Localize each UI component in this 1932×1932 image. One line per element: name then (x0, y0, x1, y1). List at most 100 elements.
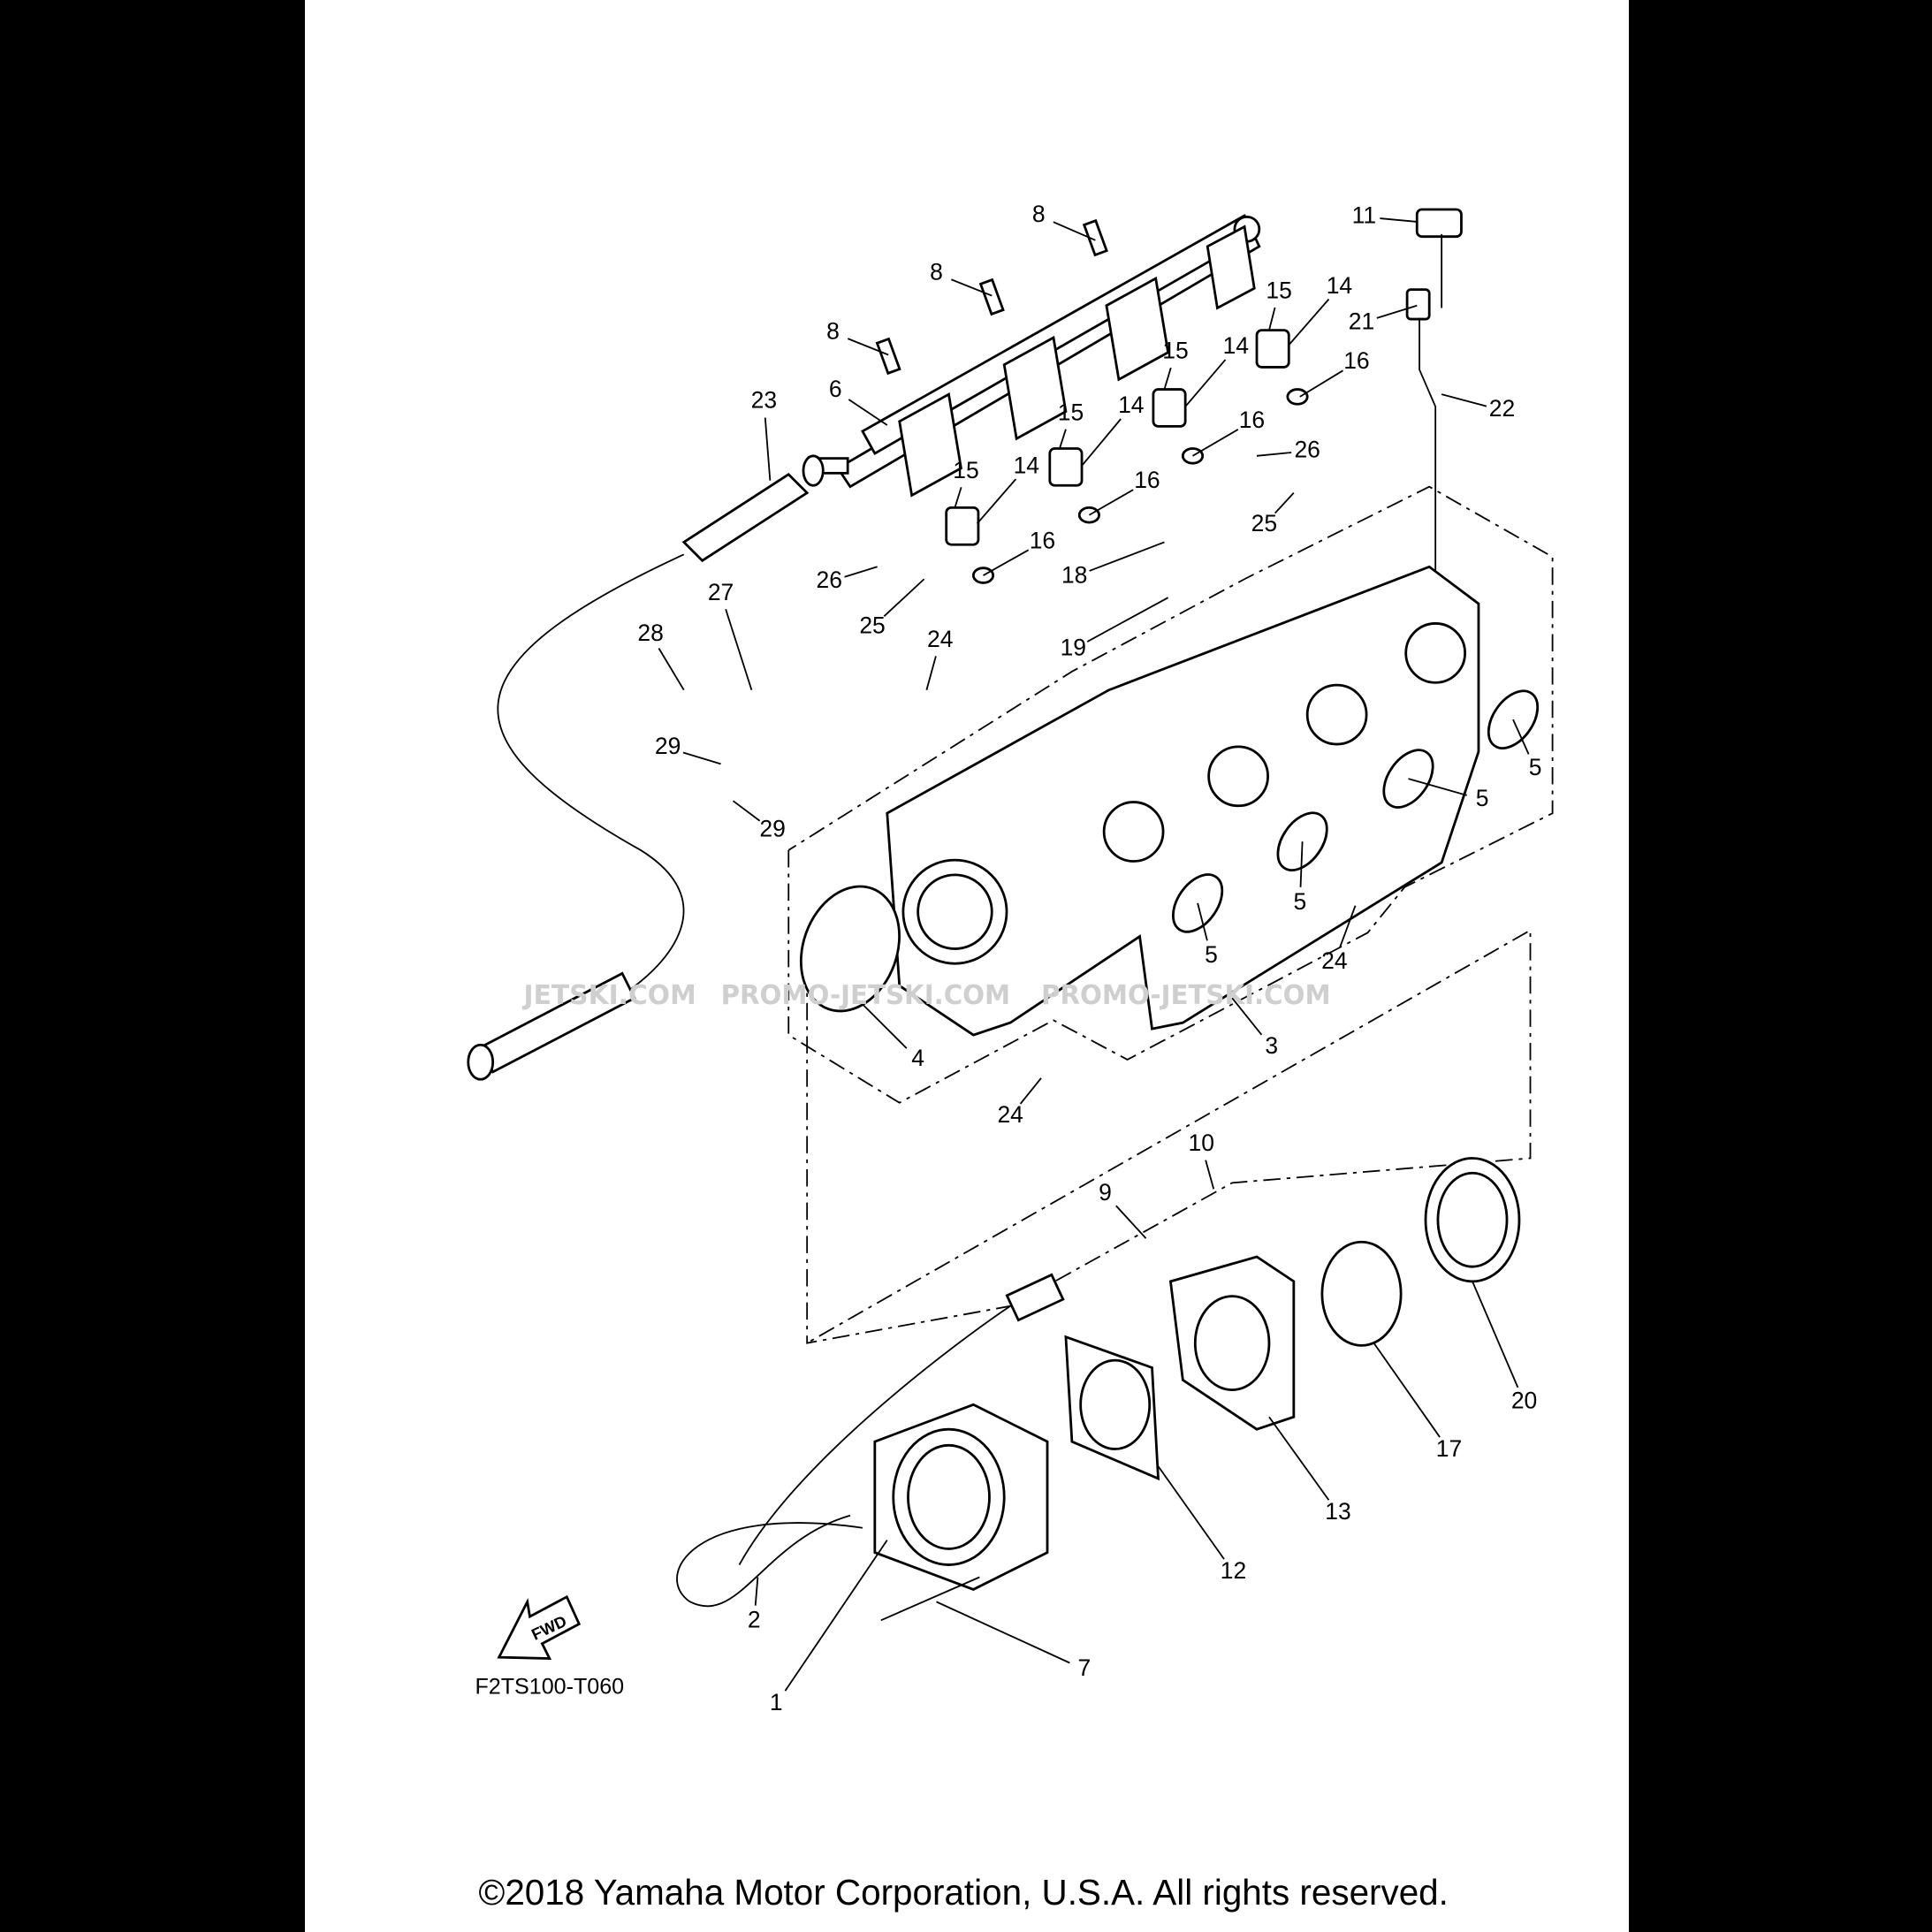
injectors (945, 329, 1309, 584)
callout-5: 5 (1529, 754, 1542, 780)
leader-line (1192, 429, 1239, 457)
leader-line (954, 486, 962, 508)
leader-line (1299, 369, 1343, 398)
leader-line (976, 478, 1017, 525)
callout-16: 16 (1030, 527, 1055, 553)
callout-25: 25 (859, 612, 885, 639)
callout-29: 29 (655, 733, 681, 759)
leader-line (1472, 1281, 1519, 1388)
leader-line (883, 578, 925, 617)
leader-line (1299, 841, 1304, 887)
leader-line (725, 608, 753, 690)
intake-manifold (886, 565, 1480, 1037)
leader-line (1053, 221, 1096, 241)
fuel-rail (814, 214, 1261, 498)
callout-23: 23 (751, 386, 777, 413)
callout-5: 5 (1293, 888, 1306, 915)
leader-line (784, 1540, 888, 1692)
bolts (875, 218, 1108, 376)
leader-line (983, 549, 1030, 576)
callout-16: 16 (1239, 407, 1265, 433)
leader-line (1380, 217, 1418, 223)
callout-18: 18 (1061, 561, 1087, 588)
callout-12: 12 (1221, 1557, 1246, 1584)
leader-line (1197, 902, 1208, 941)
leader-line (936, 1601, 1070, 1664)
leader-line (1339, 905, 1357, 948)
callout-14: 14 (1014, 452, 1039, 478)
leader-line (682, 751, 721, 765)
throttle-group-outline (806, 929, 1532, 1344)
leader-line (925, 656, 937, 690)
leader-line (1019, 1077, 1042, 1105)
watermark: PROMO-JETSKI.COM (1041, 980, 1331, 1011)
callout-1: 1 (770, 1689, 783, 1715)
leader-line (1268, 307, 1276, 331)
callout-29: 29 (759, 816, 785, 842)
callout-13: 13 (1325, 1498, 1350, 1525)
callout-11: 11 (1352, 202, 1376, 228)
leader-line (1081, 418, 1122, 467)
leader-line (1512, 719, 1530, 755)
leader-line (847, 338, 889, 356)
callout-10: 10 (1189, 1130, 1214, 1156)
callout-8: 8 (1032, 201, 1046, 227)
leader-line (1205, 1160, 1215, 1190)
leader-line (1089, 541, 1165, 572)
leader-line (658, 648, 685, 691)
leader-line (1441, 393, 1487, 407)
leader-line (1373, 1343, 1441, 1438)
diagram-code: F2TS100-T060 (475, 1675, 624, 1700)
callout-9: 9 (1099, 1179, 1112, 1206)
callout-16: 16 (1343, 347, 1369, 374)
watermark: PROMO-JETSKI.COM (721, 980, 1011, 1011)
callout-3: 3 (1265, 1032, 1278, 1059)
callout-17: 17 (1436, 1435, 1462, 1462)
leader-line (844, 566, 878, 578)
callout-14: 14 (1223, 332, 1249, 359)
callout-7: 7 (1077, 1654, 1091, 1681)
callout-15: 15 (953, 457, 978, 483)
callout-15: 15 (1162, 338, 1188, 364)
callout-28: 28 (637, 620, 663, 646)
leader-line (1086, 597, 1169, 643)
leader-line (732, 800, 761, 822)
callout-4: 4 (911, 1045, 924, 1071)
callout-26: 26 (1294, 436, 1320, 462)
callout-15: 15 (1058, 399, 1084, 425)
wire-harness (467, 454, 825, 1081)
leader-line (1256, 452, 1292, 457)
copyright: ©2018 Yamaha Motor Corporation, U.S.A. A… (479, 1872, 1449, 1913)
pressure-sensor (1405, 208, 1463, 580)
leader-line (1408, 778, 1467, 796)
callout-26: 26 (817, 567, 842, 593)
o-rings (799, 689, 1540, 1013)
leader-line (1288, 298, 1330, 346)
callout-6: 6 (829, 376, 842, 402)
leader-line (754, 1577, 759, 1606)
callout-14: 14 (1118, 392, 1144, 418)
leader-line (951, 278, 993, 297)
leader-line (848, 399, 888, 426)
callout-20: 20 (1511, 1388, 1537, 1414)
callout-24: 24 (927, 626, 953, 652)
callout-25: 25 (1251, 510, 1277, 536)
leader-line (1163, 367, 1172, 390)
leader-line (1088, 489, 1134, 516)
callout-2: 2 (748, 1607, 761, 1633)
callout-14: 14 (1327, 272, 1352, 299)
leader-line (1231, 997, 1263, 1036)
callout-8: 8 (826, 317, 840, 344)
leader-line (764, 417, 772, 481)
callout-15: 15 (1266, 277, 1291, 303)
callout-22: 22 (1489, 395, 1515, 422)
callout-27: 27 (708, 579, 734, 605)
leader-line (1274, 492, 1295, 514)
callout-8: 8 (930, 258, 943, 285)
callout-24: 24 (1321, 947, 1347, 974)
leader-line (1157, 1465, 1225, 1560)
leader-line (1059, 429, 1067, 449)
fwd-arrow: FWD (497, 1594, 582, 1660)
callout-24: 24 (997, 1101, 1023, 1128)
